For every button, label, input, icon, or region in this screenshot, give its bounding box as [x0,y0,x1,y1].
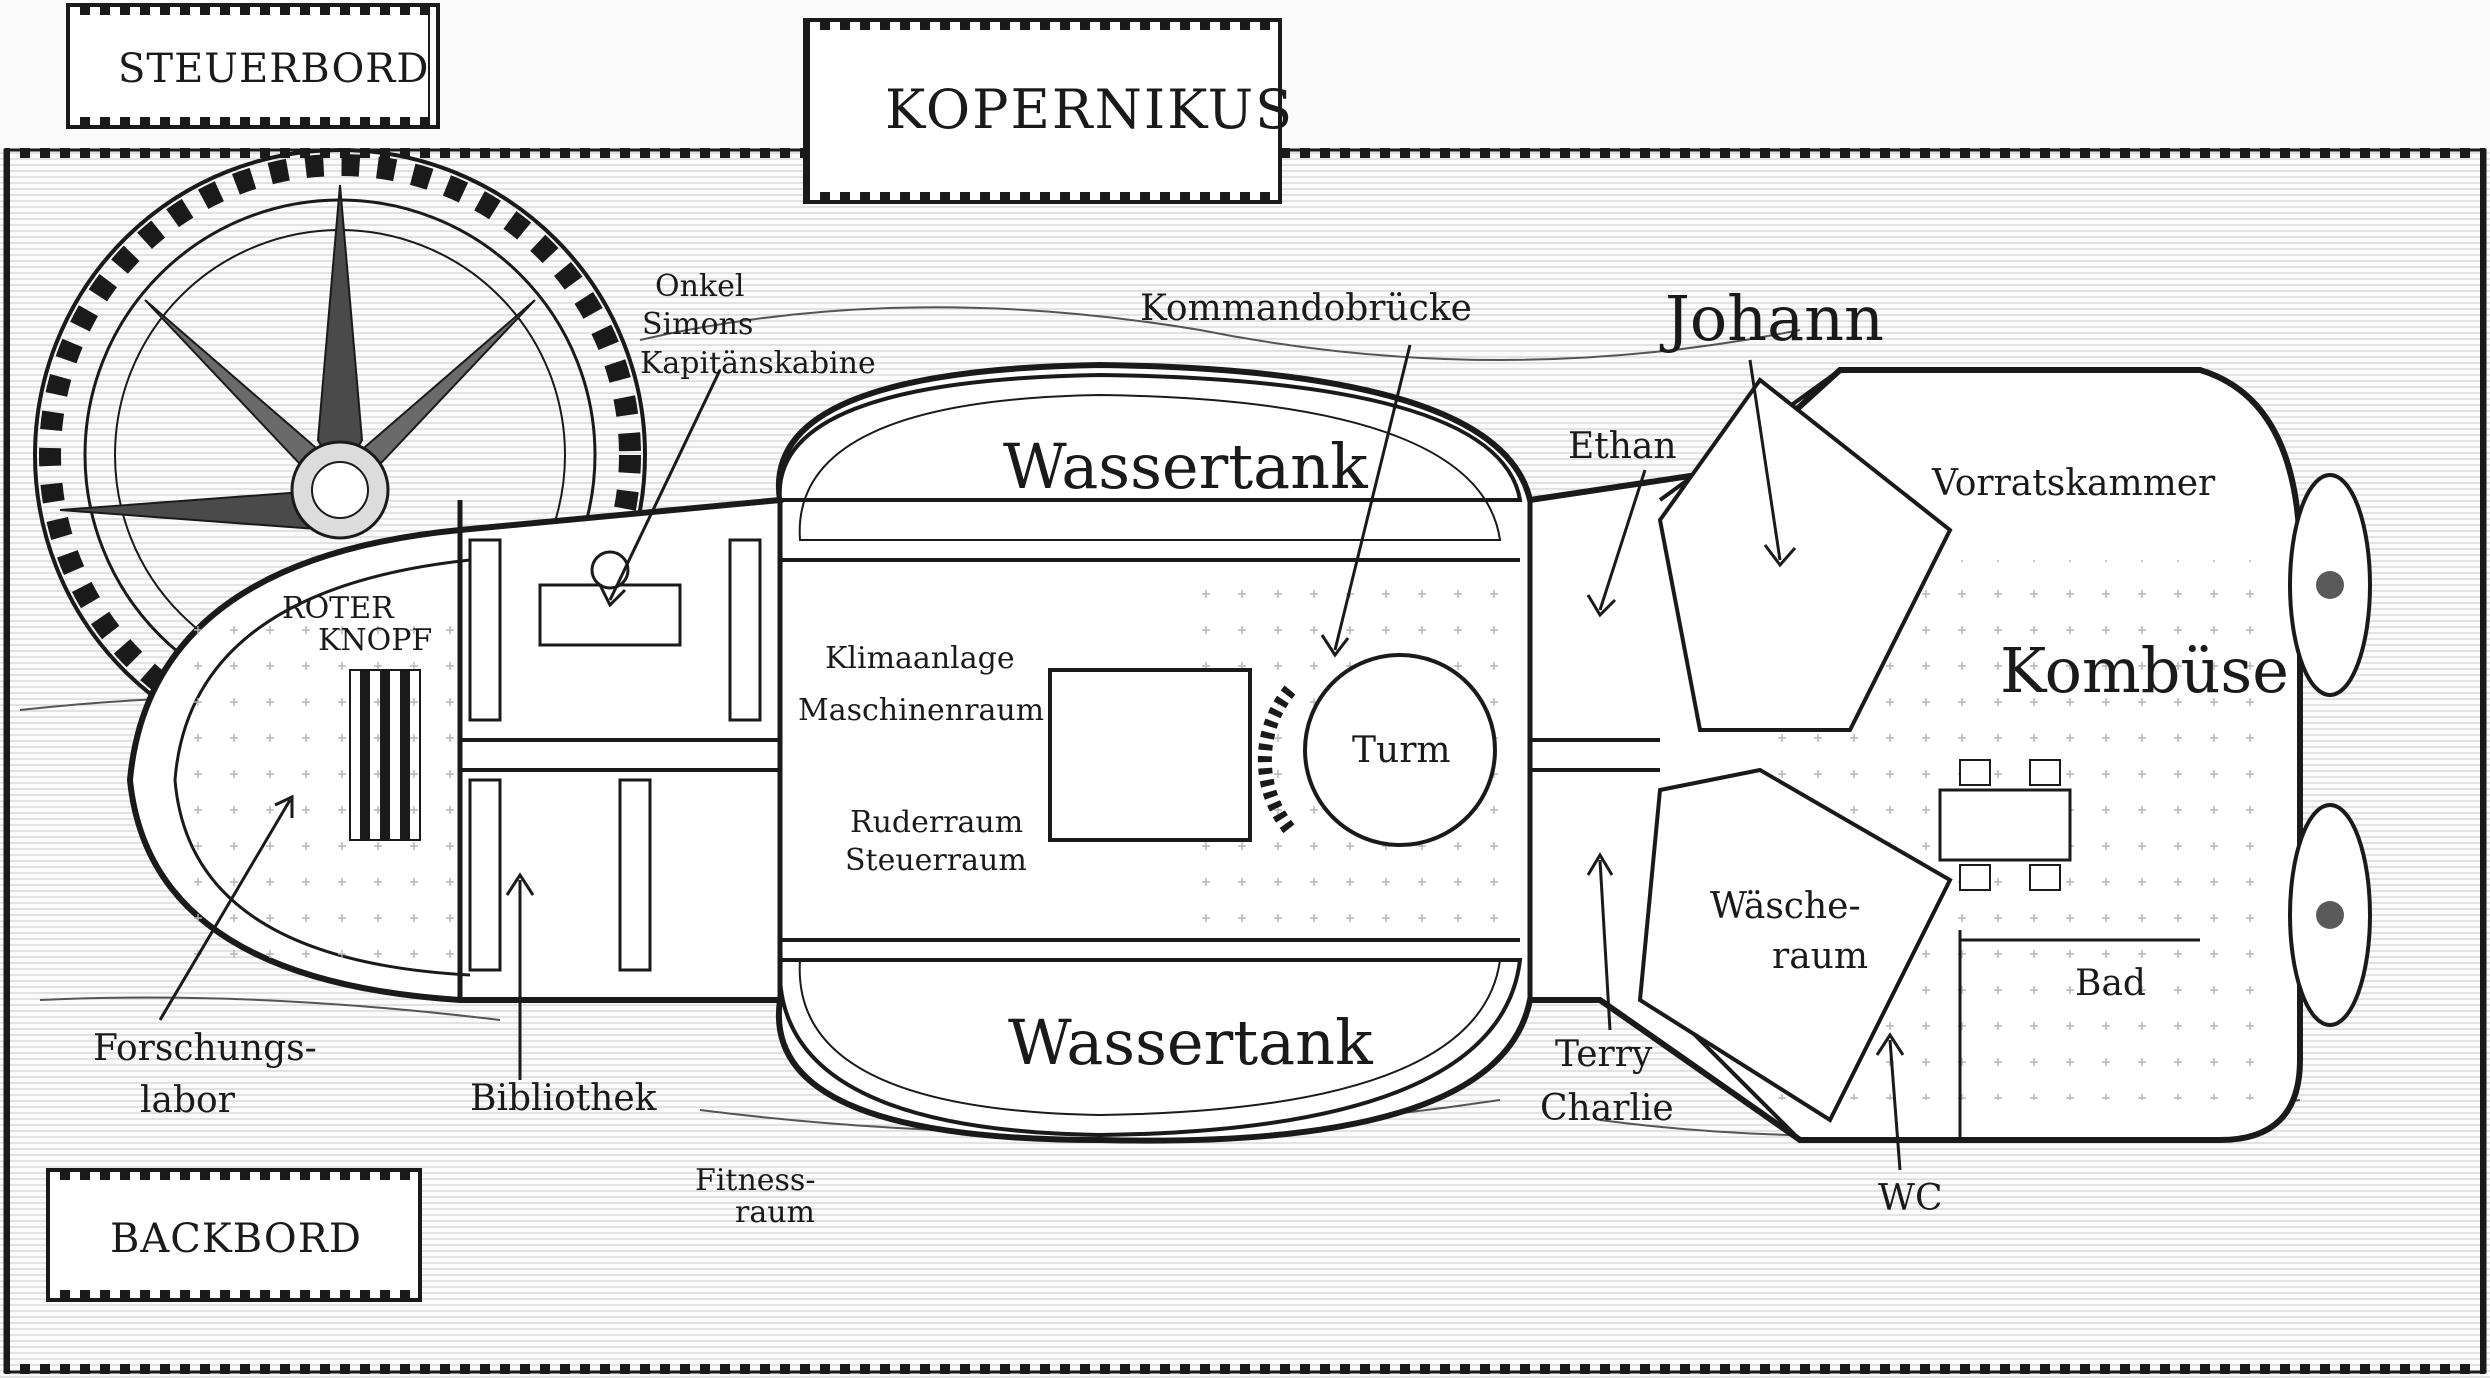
fitness-label-2: raum [735,1195,815,1230]
tower [1257,653,1497,847]
pointer-arrows [158,344,1905,1171]
air-conditioning-label: Klimaanlage [825,641,1015,676]
captain-cabin-label-1: Onkel [655,269,744,304]
water-tank-top-label: Wassertank [1003,430,1368,503]
port-box [46,1168,422,1302]
galley-table [1938,759,2072,891]
research-lab-label-2: labor [140,1080,236,1121]
red-button-label-2: KNOPF [318,623,432,658]
terry-label: Terry [1555,1034,1653,1075]
laundry-label-1: Wäsche- [1710,886,1861,927]
starboard-box [66,3,440,129]
steering-room-label: Steuerraum [845,843,1027,878]
port-label: BACKBORD [110,1216,362,1262]
captain-cabin-label-3: Kapitänskabine [640,346,876,381]
red-button-label-1: ROTER [282,591,395,626]
ethan-label: Ethan [1568,426,1677,467]
water-tank-bottom [777,958,1523,1138]
research-lab-label-1: Forschungs- [93,1028,317,1069]
captain-cabin-label-2: Simons [642,307,753,342]
wc-label: WC [1878,1178,1943,1219]
water-tank-bottom-label: Wassertank [1008,1006,1373,1079]
tower-label: Turm [1352,730,1451,771]
bath-label: Bad [2075,963,2146,1004]
starboard-label: STEUERBORD [118,46,429,92]
pantry-label: Vorratskammer [1931,463,2216,504]
rudder-room-label: Ruderraum [850,805,1023,840]
engine-room-label: Maschinenraum [798,693,1044,728]
charlie-label: Charlie [1540,1088,1674,1129]
fitness-label-1: Fitness- [695,1163,815,1198]
laundry-label-2: raum [1772,936,1868,977]
map-title: KOPERNIKUS [885,78,1294,141]
bridge-label: Kommandobrücke [1140,288,1472,329]
johann-label: Johann [1659,282,1884,355]
title-box [803,18,1282,204]
galley-label: Kombüse [2000,634,2289,707]
interior-walls [349,368,2220,1142]
library-label: Bibliothek [470,1078,658,1119]
water-tank-top [777,372,1523,541]
library-shelves [468,538,762,972]
propeller-icon [2288,473,2372,1027]
